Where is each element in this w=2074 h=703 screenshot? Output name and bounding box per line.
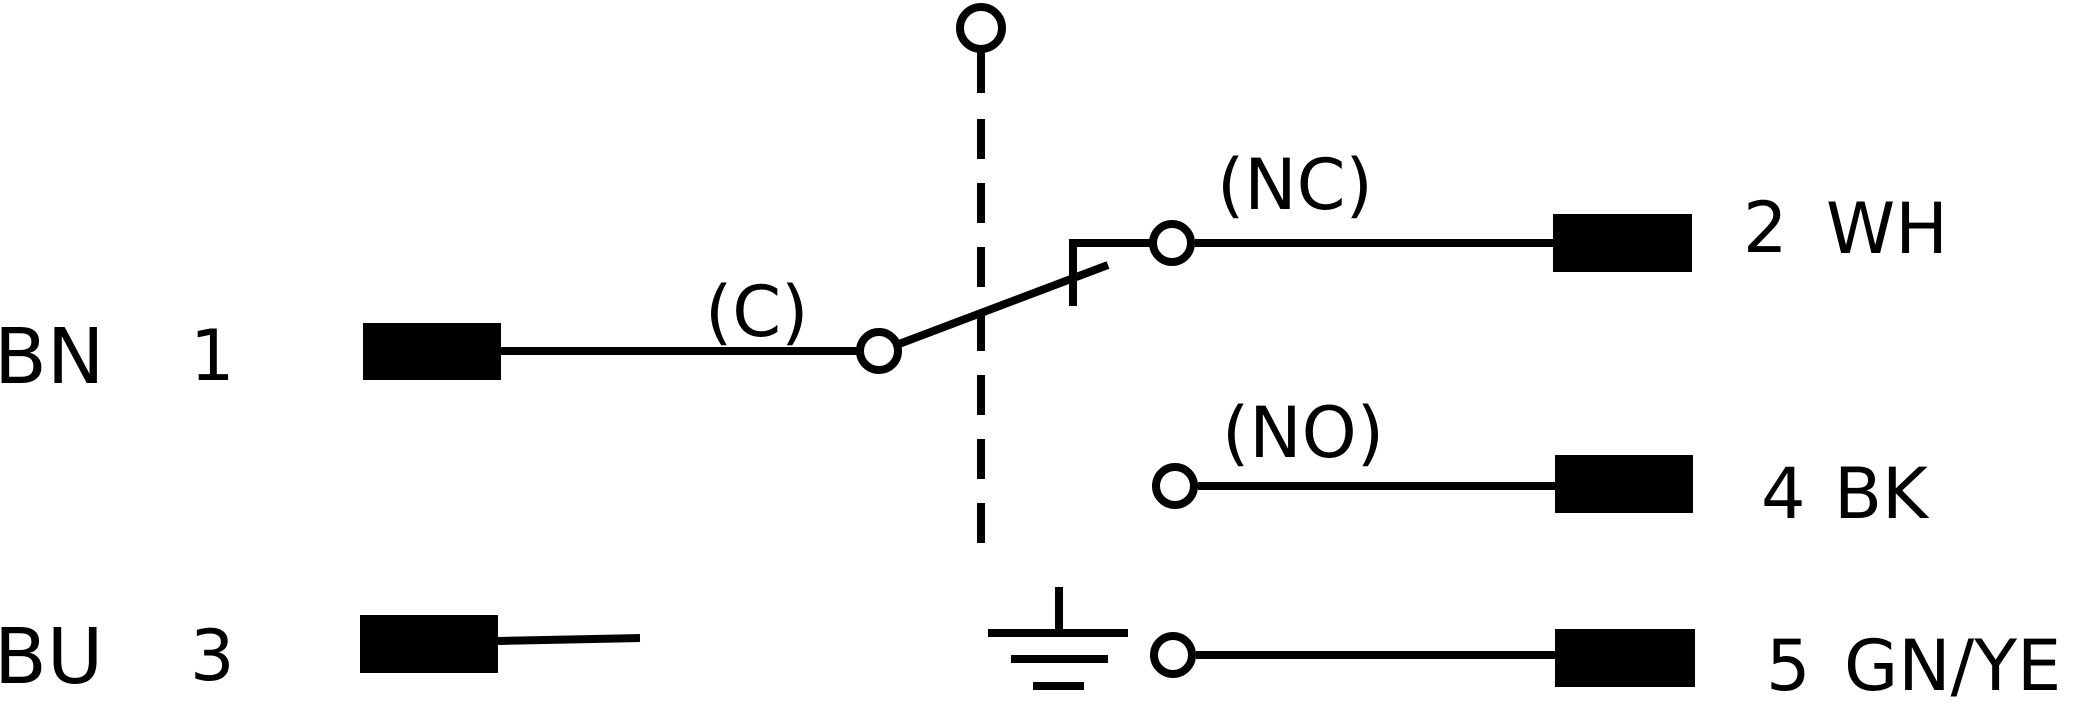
wire-color-label-bn: BN — [0, 313, 104, 402]
pin-number-label-5: 5 — [1766, 625, 1811, 703]
contact-circle-ground — [1150, 632, 1196, 678]
contact-label-nc: (NC) — [1217, 144, 1373, 226]
wire-color-label-bk: BK — [1834, 453, 1930, 535]
terminal-block-pin3 — [360, 615, 498, 673]
nc-contact-bracket-line — [1069, 239, 1150, 306]
pin-number-label-1: 1 — [190, 315, 235, 397]
pin-number-label-4: 4 — [1761, 453, 1806, 535]
contact-circle-no — [1152, 463, 1198, 509]
wire-stub-line-pin3 — [497, 634, 641, 645]
wire-color-label-wh: WH — [1826, 188, 1948, 270]
terminal-block-pin4 — [1555, 455, 1693, 513]
terminal-block-pin1 — [363, 323, 501, 380]
contact-circle-nc — [1149, 220, 1195, 266]
pin-number-label-2: 2 — [1743, 187, 1788, 269]
terminal-block-pin2 — [1553, 214, 1692, 272]
contact-circle-common — [856, 328, 902, 374]
contact-label-no: (NO) — [1222, 392, 1384, 474]
terminal-block-pin5 — [1555, 629, 1695, 687]
earth-ground-icon — [988, 587, 1128, 690]
wire-color-label-gnye: GN/YE — [1844, 625, 2061, 703]
pin-number-label-3: 3 — [190, 615, 235, 697]
actuator-plunger-icon — [956, 3, 1006, 53]
wire-color-label-bu: BU — [0, 613, 103, 702]
contact-label-common: (C) — [705, 271, 809, 353]
